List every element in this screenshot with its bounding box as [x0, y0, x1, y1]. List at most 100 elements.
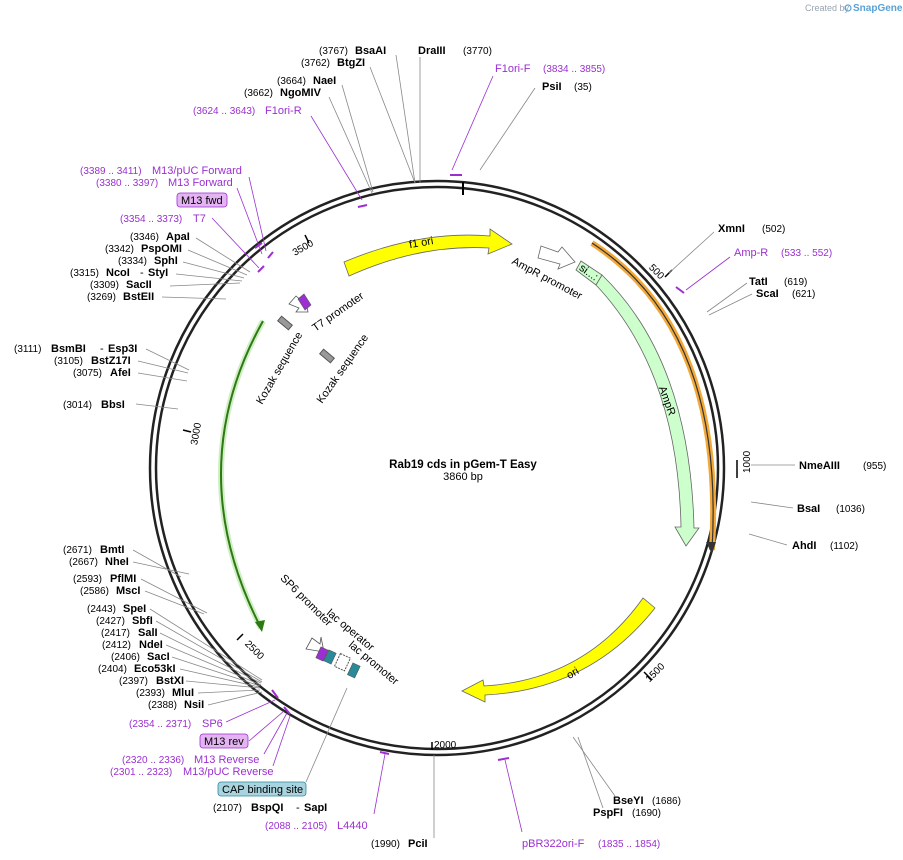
enzyme-pos-tati: (619) — [784, 277, 807, 288]
cap-site-feature[interactable] — [347, 662, 361, 679]
enzyme-ncoi[interactable]: NcoI — [106, 267, 130, 279]
primer-f1ori-r[interactable]: F1ori-R — [265, 105, 302, 117]
enzyme-pflmi[interactable]: PflMI — [110, 573, 136, 585]
enzyme-pos-sacii: (3309) — [90, 280, 119, 291]
enzyme-bstz17i[interactable]: BstZ17I — [91, 355, 131, 367]
enzyme-pos-pflmi: (2593) — [73, 574, 102, 585]
enzyme-pos-pcii: (1990) — [371, 839, 400, 850]
enzyme-pos-ahdi: (1102) — [830, 541, 858, 552]
enzyme-bbsi[interactable]: BbsI — [101, 399, 125, 411]
sp6-promoter-label: SP6 promoter — [278, 572, 335, 629]
enzyme-apai[interactable]: ApaI — [166, 231, 190, 243]
enzyme-saci[interactable]: SacI — [147, 651, 170, 663]
enzyme-spei[interactable]: SpeI — [123, 603, 146, 615]
enzyme-pos-pspfi: (1690) — [632, 808, 661, 819]
enzyme-bseyi[interactable]: BseYI — [613, 795, 644, 807]
enzyme-styi[interactable]: StyI — [148, 267, 168, 279]
enzyme-nsii[interactable]: NsiI — [184, 699, 204, 711]
enzyme-sbfi[interactable]: SbfI — [132, 615, 153, 627]
ampr-feature[interactable] — [595, 274, 700, 547]
primer-m13-rev[interactable]: M13 Reverse — [194, 754, 259, 766]
enzyme-pcii[interactable]: PciI — [408, 838, 428, 850]
enzyme-pos-bsteii: (3269) — [87, 292, 116, 303]
primer-m13puc-fwd[interactable]: M13/pUC Forward — [152, 165, 242, 177]
enzyme-pos-bbsi: (3014) — [63, 400, 92, 411]
kozak-2-feature[interactable] — [319, 348, 335, 364]
enzyme-pspfi[interactable]: PspFI — [593, 807, 623, 819]
enzyme-pos-bsai: (1036) — [836, 504, 865, 515]
enzyme-bmti[interactable]: BmtI — [100, 544, 124, 556]
snapgene-logo: SnapGene — [853, 3, 903, 14]
kozak-2-label: Kozak sequence — [315, 332, 371, 406]
enzyme-pos-sali: (2417) — [101, 628, 130, 639]
leader-lines — [132, 54, 795, 838]
enzyme-tati[interactable]: TatI — [749, 276, 768, 288]
enzyme-bsai[interactable]: BsaI — [797, 503, 820, 515]
enzyme-sapi[interactable]: SapI — [304, 802, 327, 814]
ampr-promoter-feature[interactable] — [537, 245, 576, 270]
f1-ori-label: f1 ori — [408, 235, 434, 251]
cap-site-label: CAP binding site — [222, 784, 303, 796]
enzyme-pos-ngomiv: (3662) — [244, 88, 273, 99]
enzyme-psii[interactable]: PsiI — [542, 81, 562, 93]
lac-promoter-feature[interactable] — [333, 652, 352, 672]
enzyme-pos-saci: (2406) — [111, 652, 140, 663]
primer-l4440[interactable]: L4440 — [337, 820, 368, 832]
cap-site-box[interactable] — [217, 781, 307, 797]
enzyme-btgzi[interactable]: BtgZI — [337, 57, 365, 69]
enzyme-sacii[interactable]: SacII — [126, 279, 152, 291]
enzyme-pos-apai: (3346) — [130, 232, 159, 243]
primer-ticks — [254, 174, 685, 761]
primer-sp6[interactable]: SP6 — [202, 718, 223, 730]
enzyme-dash: - — [100, 343, 104, 355]
enzyme-naei[interactable]: NaeI — [313, 75, 336, 87]
enzyme-afei[interactable]: AfeI — [110, 367, 131, 379]
backbone-outer — [148, 179, 726, 757]
lac-operator-feature[interactable] — [323, 649, 337, 665]
primer-pbr322ori-f[interactable]: pBR322ori-F — [522, 838, 585, 850]
enzyme-nhei[interactable]: NheI — [105, 556, 129, 568]
enzyme-nmeaiii[interactable]: NmeAIII — [799, 460, 840, 472]
f1-ori-feature[interactable] — [343, 228, 513, 277]
enzyme-bspqi[interactable]: BspQI — [251, 802, 283, 814]
primer-m13-rev-range: (2320 .. 2336) — [122, 755, 184, 766]
credit-prefix: Created by — [805, 3, 850, 13]
sp6-primer-marker[interactable] — [315, 646, 329, 662]
enzyme-dash: - — [140, 267, 144, 279]
primer-m13puc-rev[interactable]: M13/pUC Reverse — [183, 766, 273, 778]
primer-f1ori-f[interactable]: F1ori-F — [495, 63, 531, 75]
m13-fwd-box[interactable] — [176, 192, 228, 208]
enzyme-eco53ki[interactable]: Eco53kI — [134, 663, 176, 675]
enzyme-ngomiv[interactable]: NgoMIV — [280, 87, 322, 99]
enzyme-xmni[interactable]: XmnI — [718, 223, 745, 235]
enzyme-bsteii[interactable]: BstEII — [123, 291, 154, 303]
t7-primer-marker[interactable] — [297, 293, 312, 311]
m13-rev-box[interactable] — [199, 733, 249, 749]
enzyme-bsmbi[interactable]: BsmBI — [51, 343, 86, 355]
enzyme-draiii[interactable]: DraIII — [418, 45, 446, 57]
enzyme-bsaai[interactable]: BsaAI — [355, 45, 386, 57]
kozak-1-feature[interactable] — [277, 315, 293, 331]
ori-feature[interactable] — [461, 597, 656, 703]
tick-2500: 2500 — [242, 639, 266, 663]
snapgene-icon — [844, 4, 852, 12]
enzyme-sali[interactable]: SalI — [138, 627, 158, 639]
primer-pbr322ori-f-range: (1835 .. 1854) — [598, 839, 660, 850]
enzyme-ndei[interactable]: NdeI — [139, 639, 163, 651]
primer-t7[interactable]: T7 — [193, 213, 206, 225]
map-length: 3860 bp — [443, 471, 483, 483]
enzyme-msci[interactable]: MscI — [116, 585, 140, 597]
enzyme-pspomi[interactable]: PspOMI — [141, 243, 182, 255]
enzyme-pos-ncoi: (3315) — [70, 268, 99, 279]
enzyme-ahdi[interactable]: AhdI — [792, 540, 816, 552]
primer-m13-fwd[interactable]: M13 Forward — [168, 177, 233, 189]
enzyme-bstxi[interactable]: BstXI — [156, 675, 184, 687]
enzyme-scai[interactable]: ScaI — [756, 288, 779, 300]
enzyme-esp3i[interactable]: Esp3I — [108, 343, 137, 355]
enzyme-pos-bstxi: (2397) — [119, 676, 148, 687]
enzyme-sphi[interactable]: SphI — [154, 255, 178, 267]
enzyme-mlui[interactable]: MluI — [172, 687, 194, 699]
m13-rev-label: M13 rev — [204, 736, 244, 748]
enzyme-pos-xmni: (502) — [762, 224, 785, 235]
primer-amp-r[interactable]: Amp-R — [734, 247, 768, 259]
